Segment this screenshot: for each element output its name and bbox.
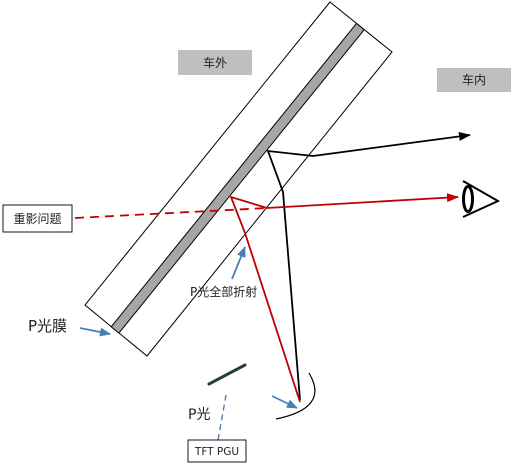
main-image-ray (266, 131, 471, 401)
p-refraction-label: P光全部折射 (190, 284, 257, 299)
ghost-problem-label: 重影问题 (2, 204, 73, 233)
ghost-problem-text: 重影问题 (13, 212, 61, 226)
inside-label-box (437, 68, 511, 92)
eye-lids (462, 180, 501, 218)
p-film-arrow (79, 327, 111, 337)
p-film-label: P光膜 (28, 317, 67, 335)
eye-icon (462, 180, 501, 218)
tft-pgu-label: TFT PGU (187, 439, 247, 463)
tft-pgu-box (187, 439, 247, 463)
tft-pgu-text: TFT PGU (194, 446, 239, 458)
pgu-output-element (207, 363, 247, 386)
inside-label: 车内 (437, 68, 511, 92)
p-light-dashed-line (217, 394, 227, 441)
p-refraction-arrow (231, 246, 246, 280)
p-film-layer (110, 22, 365, 334)
ghost-virtual-extension (74, 207, 268, 219)
outside-label: 车外 (178, 50, 252, 75)
eye-iris (462, 185, 474, 213)
outside-label-box (178, 50, 252, 75)
ghost-image-ray (229, 193, 459, 403)
inside-label-text: 车内 (462, 72, 486, 87)
p-light-label: P光 (188, 407, 210, 423)
ghost-problem-box (2, 204, 73, 233)
mirror-arrow (271, 395, 298, 409)
outside-label-text: 车外 (203, 55, 227, 70)
curved-mirror (275, 372, 316, 420)
